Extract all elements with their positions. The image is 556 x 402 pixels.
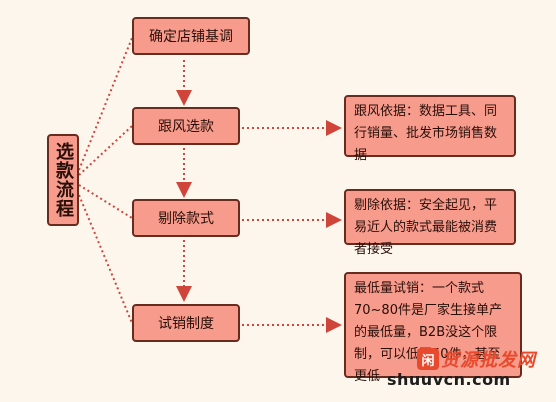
connector-title-step2 — [78, 125, 133, 176]
note-trend-basis: 跟风依据：数据工具、同行销量、批发市场销售数据 — [344, 95, 516, 163]
watermark-badge: 闲 — [417, 348, 439, 370]
note-elimination-basis: 剔除依据：安全起见，平易近人的款式最能被消费者接受 — [344, 189, 516, 257]
note-minimum-trial: 最低量试销：一个款式70~80件是厂家生接单产的最低量，B2B没这个限制，可以低… — [344, 272, 522, 384]
step-follow-trend: 跟风选款 — [132, 107, 240, 145]
step-trial-sales: 试销制度 — [132, 304, 240, 342]
watermark-url: shuuvcn.com — [387, 370, 511, 389]
step-eliminate-styles: 剔除款式 — [132, 199, 240, 237]
step-shop-positioning: 确定店铺基调 — [132, 17, 250, 55]
connector-title-step4 — [78, 194, 133, 324]
process-title: 选款流程 — [47, 134, 79, 226]
watermark-brand: 货源批发网 — [441, 350, 536, 371]
watermark: 闲 货源批发网 shuuvcn.com — [387, 340, 556, 402]
connector-title-step1 — [78, 37, 133, 171]
connector-title-step3 — [78, 184, 133, 219]
